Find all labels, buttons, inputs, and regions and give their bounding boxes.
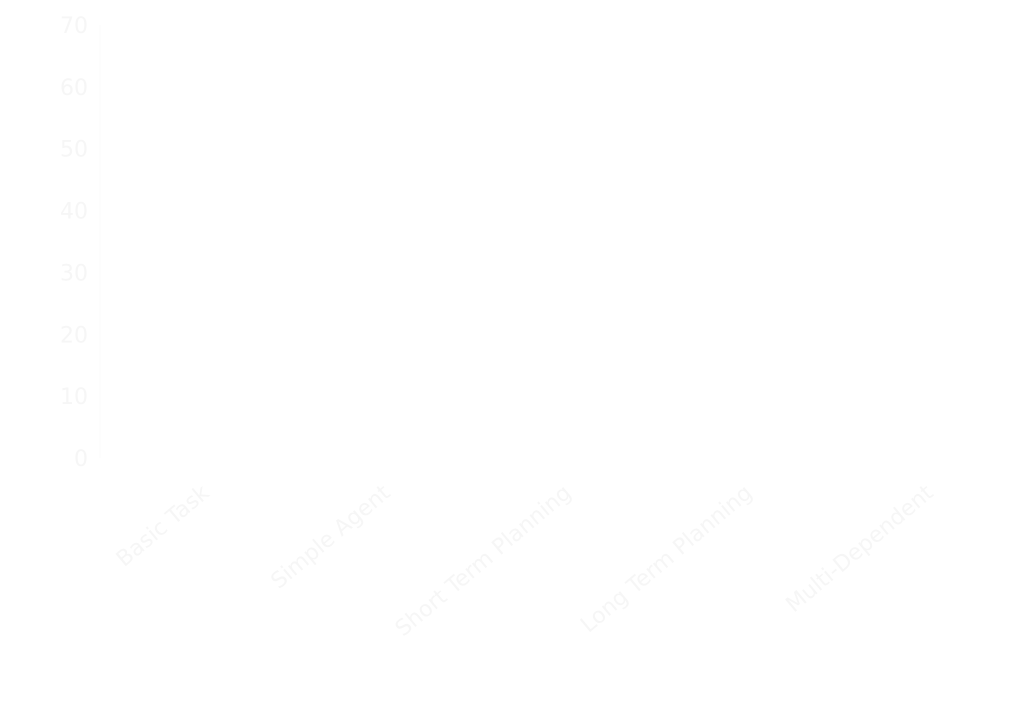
category-label: Long Term Planning xyxy=(576,480,757,638)
y-tick-label: 70 xyxy=(60,14,88,39)
y-tick-label: 50 xyxy=(60,138,88,163)
y-tick-labels: 0 10 20 30 40 50 60 70 xyxy=(60,14,88,472)
category-label: Multi-Dependent xyxy=(782,480,939,617)
y-tick-label: 60 xyxy=(60,76,88,101)
y-tick-label: 20 xyxy=(60,323,88,348)
category-label: Basic Task xyxy=(112,480,215,572)
category-label: Short Term Planning xyxy=(391,480,576,641)
y-tick-label: 30 xyxy=(60,261,88,286)
y-tick-label: 10 xyxy=(60,385,88,410)
y-tick-label: 0 xyxy=(74,447,88,472)
y-tick-label: 40 xyxy=(60,200,88,225)
category-label: Simple Agent xyxy=(266,480,395,594)
